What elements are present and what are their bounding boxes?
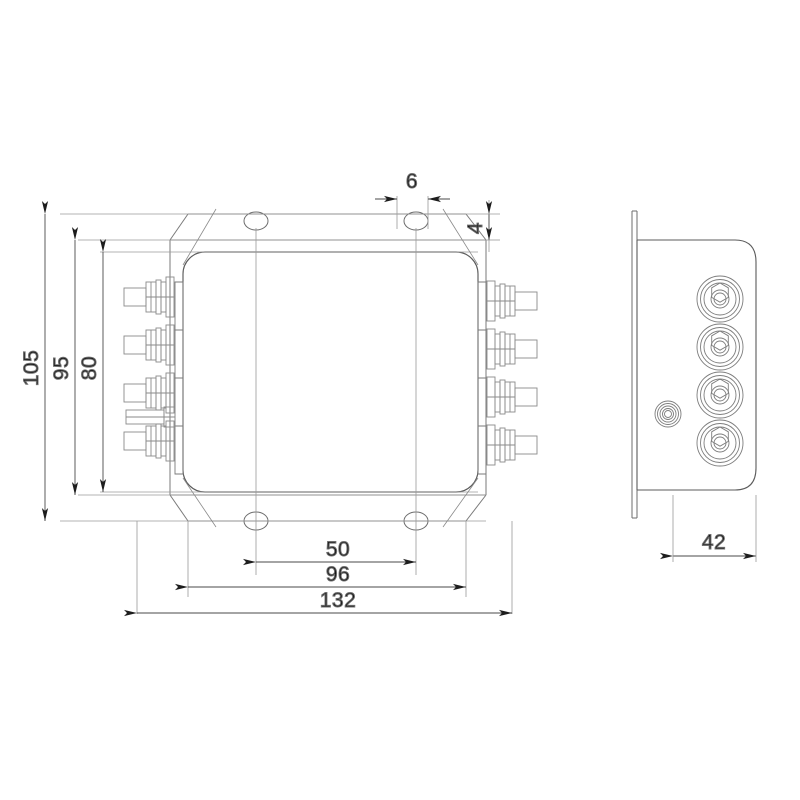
dimension-42 — [660, 495, 757, 562]
front-view — [60, 196, 538, 614]
dimension-96-label: 96 — [326, 563, 350, 586]
vertical-dimension-group — [41, 201, 107, 521]
right-terminal-4 — [486, 424, 538, 466]
filter-body — [182, 251, 479, 493]
left-terminal-rail — [174, 281, 184, 475]
mounting-hole-top-right — [403, 211, 429, 231]
side-terminal-circle-2 — [696, 323, 744, 371]
dimension-95-label: 95 — [50, 356, 73, 380]
chamfer-leader-lines — [182, 208, 479, 528]
right-terminal-group — [477, 280, 538, 475]
right-terminal-2 — [486, 328, 538, 370]
dimension-50-label: 50 — [326, 538, 350, 561]
left-terminal-1 — [123, 276, 175, 318]
side-terminal-circle-1 — [696, 275, 744, 323]
dimension-4 — [466, 201, 500, 241]
dimension-132-label: 132 — [320, 589, 357, 612]
left-ground-stud — [125, 406, 176, 428]
dimension-105-label: 105 — [20, 350, 43, 387]
left-terminal-group — [123, 276, 184, 475]
bottom-dimension-group — [124, 558, 512, 617]
right-terminal-rail — [477, 281, 487, 475]
side-terminal-circle-4 — [696, 419, 744, 467]
projection-lines — [60, 196, 513, 614]
mounting-hole-top-left — [243, 211, 269, 231]
top-dimension-group — [375, 195, 500, 241]
side-ground-circle — [654, 400, 682, 428]
dimension-80-label: 80 — [78, 356, 101, 380]
side-body-profile — [636, 239, 757, 491]
side-view — [631, 210, 757, 562]
dimension-6-label: 6 — [406, 170, 418, 193]
dimension-4-label: 4 — [464, 222, 487, 234]
dimension-42-label: 42 — [702, 531, 726, 554]
right-terminal-3 — [486, 376, 538, 418]
left-terminal-2 — [123, 324, 175, 366]
side-terminal-circle-group — [654, 275, 744, 467]
side-terminal-circle-3 — [696, 371, 744, 419]
left-terminal-4 — [123, 420, 175, 462]
side-mounting-flange — [631, 210, 638, 519]
right-terminal-1 — [486, 280, 538, 322]
